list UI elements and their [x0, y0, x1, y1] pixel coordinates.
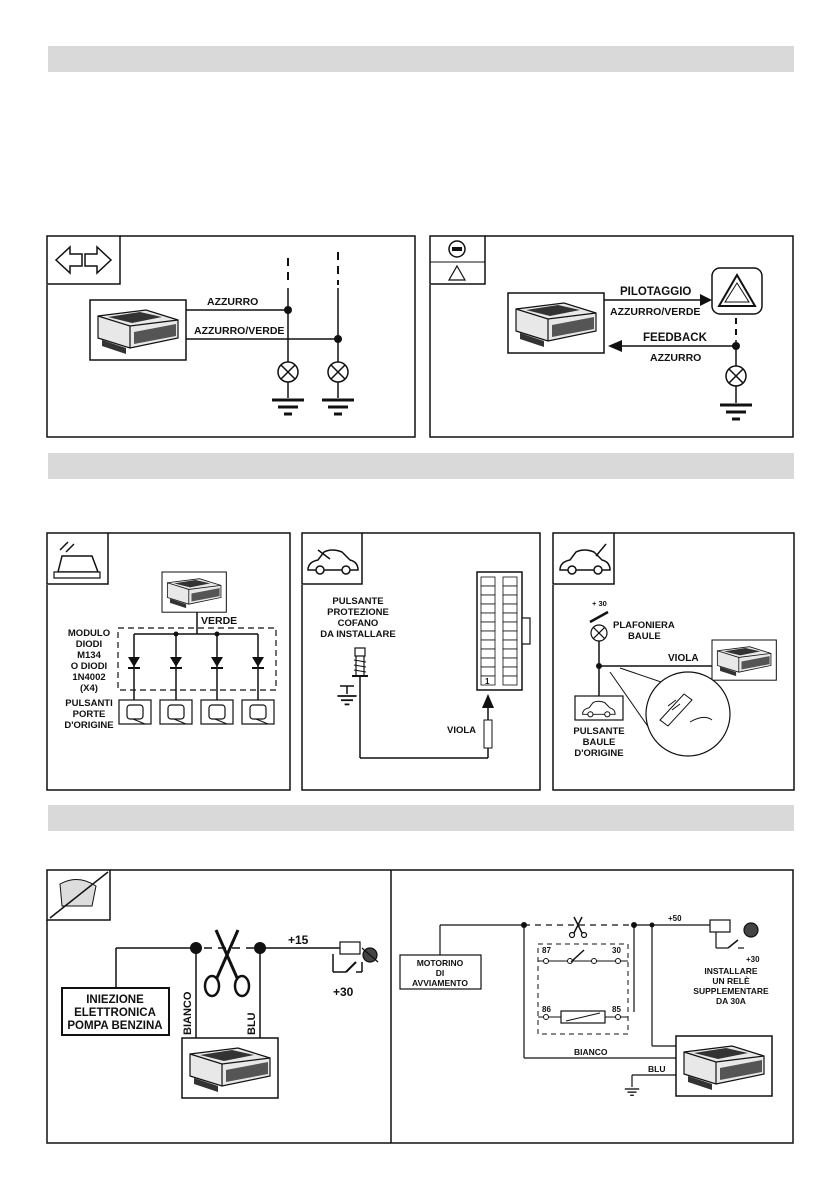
- label-hood-button: PULSANTE PROTEZIONE COFANO DA INSTALLARE: [320, 596, 395, 640]
- label-wire-blue-green: AZZURRO/VERDE: [194, 325, 284, 337]
- lamp-icon: [277, 361, 299, 383]
- label-plus15: +15: [288, 933, 309, 947]
- label-pin-87: 87: [542, 946, 551, 955]
- svg-text:INIEZIONE: INIEZIONE: [86, 994, 144, 1006]
- label-wire-violet: VIOLA: [668, 653, 699, 664]
- label-wire-blue-green: AZZURRO/VERDE: [610, 306, 700, 318]
- svg-text:UN RELÈ: UN RELÈ: [712, 976, 750, 986]
- label-relay-note: INSTALLARE UN RELÈ SUPPLEMENTARE DA 30A: [693, 966, 769, 1006]
- label-wire-white: BIANCO: [182, 991, 194, 1035]
- alarm-unit-icon: [507, 292, 605, 354]
- label-pin-1: 1: [485, 677, 490, 686]
- svg-text:O DIODI: O DIODI: [71, 661, 107, 672]
- label-wire-white: BIANCO: [574, 1047, 608, 1057]
- label-pin-86: 86: [542, 1005, 551, 1014]
- label-wire-green: VERDE: [201, 615, 237, 627]
- svg-text:+ 30: + 30: [592, 599, 607, 608]
- door-button-icon: [200, 699, 234, 725]
- svg-text:PULSANTI: PULSANTI: [65, 698, 113, 709]
- svg-text:AVVIAMENTO: AVVIAMENTO: [412, 978, 468, 988]
- section-header-bar-2: [48, 453, 794, 479]
- svg-text:BAULE: BAULE: [628, 631, 661, 642]
- svg-text:D'ORIGINE: D'ORIGINE: [64, 720, 113, 731]
- scissors-icon: [568, 916, 588, 939]
- alarm-unit-icon: [161, 571, 227, 613]
- label-driving: PILOTAGGIO: [620, 286, 691, 298]
- magnified-connector-detail: [645, 671, 731, 757]
- label-plus30: +30: [333, 985, 354, 999]
- label-plus50: +50: [668, 914, 682, 923]
- ground-icon: [624, 1088, 640, 1096]
- svg-text:1N4002: 1N4002: [72, 672, 105, 683]
- label-plus30: + 30: [592, 599, 607, 608]
- label-wire-blue: AZZURRO: [207, 296, 258, 308]
- label-wire-blue: BLU: [648, 1064, 665, 1074]
- svg-text:ELETTRONICA: ELETTRONICA: [74, 1007, 156, 1019]
- panel-fuel-pump-cut: INIEZIONE ELETTRONICA POMPA BENZINA +15 …: [46, 869, 794, 1144]
- svg-text:SUPPLEMENTARE: SUPPLEMENTARE: [693, 986, 769, 996]
- label-diode-module: MODULO DIODI M134 O DIODI 1N4002 (X4): [68, 628, 110, 694]
- svg-text:DIODI: DIODI: [76, 639, 102, 650]
- alarm-unit-icon: [181, 1037, 279, 1099]
- door-button-icon: [118, 699, 152, 725]
- diode-icon: [210, 656, 224, 669]
- label-trunk-light: PLAFONIERA BAULE: [613, 620, 675, 642]
- alarm-unit-icon: [89, 299, 187, 361]
- svg-text:POMPA BENZINA: POMPA BENZINA: [67, 1020, 162, 1032]
- svg-text:D'ORIGINE: D'ORIGINE: [574, 748, 623, 759]
- door-button-icon: [241, 699, 275, 725]
- diode-icon: [251, 656, 265, 669]
- label-wire-blue: BLU: [246, 1012, 258, 1035]
- svg-text:MOTORINO: MOTORINO: [417, 958, 464, 968]
- svg-text:BAULE: BAULE: [583, 737, 616, 748]
- door-button-icon: [159, 699, 193, 725]
- svg-text:DI: DI: [436, 968, 445, 978]
- label-starter: MOTORINO DI AVVIAMENTO: [412, 958, 468, 988]
- ground-icon: [336, 695, 358, 706]
- label-injection: INIEZIONE ELETTRONICA POMPA BENZINA: [67, 994, 162, 1032]
- label-pin-85: 85: [612, 1005, 621, 1014]
- ground-icon: [270, 398, 306, 416]
- ground-icon: [320, 398, 356, 416]
- svg-text:DA 30A: DA 30A: [716, 996, 746, 1006]
- lamp-icon: [327, 361, 349, 383]
- svg-text:DA INSTALLARE: DA INSTALLARE: [320, 629, 395, 640]
- panel-starter-relay: MOTORINO DI AVVIAMENTO: [399, 914, 773, 1097]
- diode-icon: [127, 656, 141, 669]
- svg-text:MODULO: MODULO: [68, 628, 110, 639]
- svg-text:(X4): (X4): [80, 683, 98, 694]
- lamp-icon: [725, 365, 747, 387]
- svg-text:PULSANTE: PULSANTE: [332, 596, 383, 607]
- section-header-bar-1: [48, 46, 794, 72]
- ground-icon: [718, 403, 754, 421]
- label-plus30: +30: [746, 955, 760, 964]
- label-wire-blue: AZZURRO: [650, 352, 701, 364]
- panel-trunk: + 30 PLAFONIERA BAULE VIOLA PULSANTE BAU…: [552, 532, 795, 791]
- lamp-icon: [590, 624, 608, 642]
- alarm-unit-icon: [675, 1035, 773, 1097]
- svg-text:COFANO: COFANO: [338, 618, 379, 629]
- label-feedback: FEEDBACK: [643, 332, 708, 344]
- label-door-buttons: PULSANTI PORTE D'ORIGINE: [64, 698, 113, 731]
- panel-hazard: PILOTAGGIO AZZURRO/VERDE FEEDBACK AZZURR…: [429, 235, 794, 438]
- svg-text:INSTALLARE: INSTALLARE: [704, 966, 758, 976]
- diode-icon: [169, 656, 183, 669]
- svg-text:PLAFONIERA: PLAFONIERA: [613, 620, 675, 631]
- scissors-icon: [203, 929, 251, 998]
- label-trunk-button: PULSANTE BAULE D'ORIGINE: [573, 726, 624, 759]
- svg-text:M134: M134: [77, 650, 101, 661]
- panel-hood: 1 PULSANTE PROTEZIONE COFANO DA INSTALLA…: [301, 532, 541, 791]
- label-wire-violet: VIOLA: [447, 725, 476, 736]
- svg-text:PORTE: PORTE: [73, 709, 106, 720]
- section-header-bar-3: [48, 805, 794, 831]
- alarm-unit-icon: [711, 639, 777, 681]
- panel-turn-signals: AZZURRO AZZURRO/VERDE: [46, 235, 416, 438]
- panel-doors: VERDE MODULO DIODI M134 O DIODI 1N4002 (…: [46, 532, 291, 791]
- svg-text:PULSANTE: PULSANTE: [573, 726, 624, 737]
- svg-text:PROTEZIONE: PROTEZIONE: [327, 607, 389, 618]
- label-pin-30: 30: [612, 946, 621, 955]
